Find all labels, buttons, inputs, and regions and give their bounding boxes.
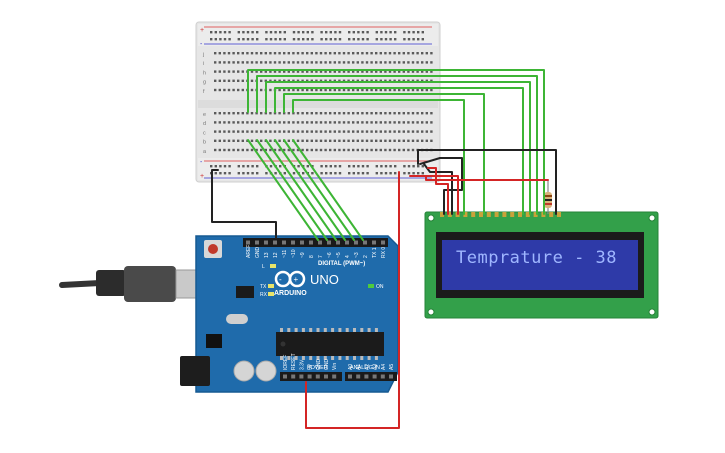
arduino-uno-board[interactable]: - + ARDUINO UNO DIGITAL (PWM~) POWER ANA… bbox=[59, 235, 399, 393]
wire-gnd-board bbox=[211, 169, 277, 239]
row-letter: e bbox=[203, 112, 206, 118]
header-pins bbox=[246, 240, 393, 379]
capacitor-1 bbox=[233, 360, 255, 382]
power-pin-label: 3.3V bbox=[299, 359, 305, 370]
digital-pin-label: ~6 bbox=[327, 252, 333, 258]
wire-5v bbox=[305, 171, 400, 429]
power-pin-label: GND bbox=[316, 359, 322, 371]
digital-header bbox=[243, 238, 388, 247]
analog-header bbox=[345, 372, 397, 381]
row-letter: j bbox=[202, 52, 204, 58]
analog-pin-label: A4 bbox=[381, 364, 387, 370]
power-pin-label: IOREF bbox=[283, 355, 289, 370]
power-label: POWER bbox=[307, 365, 328, 371]
row-letter: h bbox=[203, 70, 206, 76]
svg-text:+: + bbox=[294, 275, 299, 284]
row-letter: c bbox=[203, 130, 206, 136]
digital-pin-label: ~5 bbox=[336, 252, 342, 258]
analog-pin-label: A3 bbox=[373, 364, 379, 370]
row-letter: g bbox=[203, 80, 206, 86]
row-letter: a bbox=[203, 149, 207, 155]
analog-pin-label: A5 bbox=[389, 364, 395, 370]
digital-pin-label: ~11 bbox=[282, 250, 288, 258]
rail-minus-label-bottom: - bbox=[200, 159, 203, 166]
wire-gnd-lcd-2 bbox=[419, 157, 463, 215]
rail-plus-label-bottom: + bbox=[200, 173, 204, 180]
wire-data-3 bbox=[265, 139, 337, 241]
lcd-module[interactable]: Temprature - 38 bbox=[424, 211, 659, 319]
digital-pin-label: ~3 bbox=[354, 252, 360, 258]
digital-pin-label: 8 bbox=[309, 255, 315, 258]
wire-data-6 bbox=[292, 139, 364, 241]
digital-pin-label: ~10 bbox=[291, 249, 297, 258]
capacitor-2 bbox=[255, 360, 277, 382]
digital-pin-label: 12 bbox=[273, 252, 279, 258]
wire-vcc-lcd-2 bbox=[425, 175, 549, 181]
wire-data-1 bbox=[247, 139, 319, 241]
l-led bbox=[270, 264, 276, 268]
digital-pwm-label: DIGITAL (PWM~) bbox=[318, 261, 365, 267]
row-letter: i bbox=[203, 61, 204, 67]
arduino-logo-icon: - + bbox=[274, 270, 306, 288]
wire-lcd-5 bbox=[283, 93, 485, 215]
analog-pin-label: A0 bbox=[348, 364, 354, 370]
wire-lcd-3 bbox=[265, 81, 531, 215]
wire-data-5 bbox=[283, 139, 355, 241]
wire-lcd-1 bbox=[247, 69, 545, 215]
chip-legs bbox=[280, 328, 378, 360]
wire-data-2 bbox=[256, 139, 328, 241]
digital-pin-label: ~9 bbox=[300, 252, 306, 258]
rx-led bbox=[268, 292, 274, 296]
crystal-oscillator bbox=[226, 314, 248, 324]
on-led-label: ON bbox=[376, 284, 384, 290]
wires bbox=[211, 69, 557, 429]
row-letter: d bbox=[203, 121, 206, 127]
l-led-label: L bbox=[262, 264, 265, 270]
model-label: UNO bbox=[310, 272, 339, 287]
wire-gnd-lcd-1 bbox=[417, 149, 557, 215]
power-pin-label: GND bbox=[324, 359, 330, 371]
lcd-screen bbox=[442, 240, 638, 290]
rail-plus-label: + bbox=[200, 27, 204, 34]
power-pin-label: RESET bbox=[291, 353, 297, 370]
digital-pin-label: RX 0 bbox=[381, 247, 387, 258]
digital-pin-label: TX 1 bbox=[372, 247, 378, 258]
digital-pin-label: GND bbox=[255, 247, 261, 259]
on-led bbox=[368, 284, 374, 288]
power-pin-label: 5V bbox=[308, 363, 314, 370]
microcontroller-chip bbox=[276, 332, 384, 356]
voltage-regulator bbox=[206, 334, 222, 348]
lcd-display-text: Temprature - 38 bbox=[456, 248, 617, 268]
wire-lcd-6 bbox=[292, 99, 465, 215]
rail-minus-label: - bbox=[200, 41, 203, 48]
power-pin-label: Vin bbox=[332, 363, 338, 370]
svg-text:-: - bbox=[279, 275, 282, 284]
digital-pin-label: AREF bbox=[246, 245, 252, 258]
wire-lcd-2 bbox=[256, 75, 538, 215]
usb-cable bbox=[59, 266, 203, 302]
digital-pin-label: 7 bbox=[318, 255, 324, 258]
digital-pin-label: 13 bbox=[264, 252, 270, 258]
rx-led-label: RX bbox=[260, 292, 268, 298]
resistor[interactable] bbox=[544, 180, 552, 214]
row-letter: f bbox=[203, 89, 205, 95]
digital-pin-label: 2 bbox=[363, 255, 369, 258]
analog-in-label: ANALOG IN bbox=[350, 365, 380, 371]
tx-led-label: TX bbox=[260, 284, 267, 290]
digital-pin-label: 4 bbox=[345, 255, 351, 258]
row-letter: b bbox=[203, 140, 206, 146]
icsp-header bbox=[236, 286, 254, 298]
tx-led bbox=[268, 284, 274, 288]
wire-vcc-lcd-3 bbox=[427, 167, 449, 215]
brand-label: ARDUINO bbox=[274, 290, 307, 297]
power-jack bbox=[180, 356, 210, 386]
wire-data-4 bbox=[274, 139, 346, 241]
analog-pin-label: A1 bbox=[356, 364, 362, 370]
reset-button-cap[interactable] bbox=[208, 244, 218, 254]
analog-pin-label: A2 bbox=[364, 364, 370, 370]
